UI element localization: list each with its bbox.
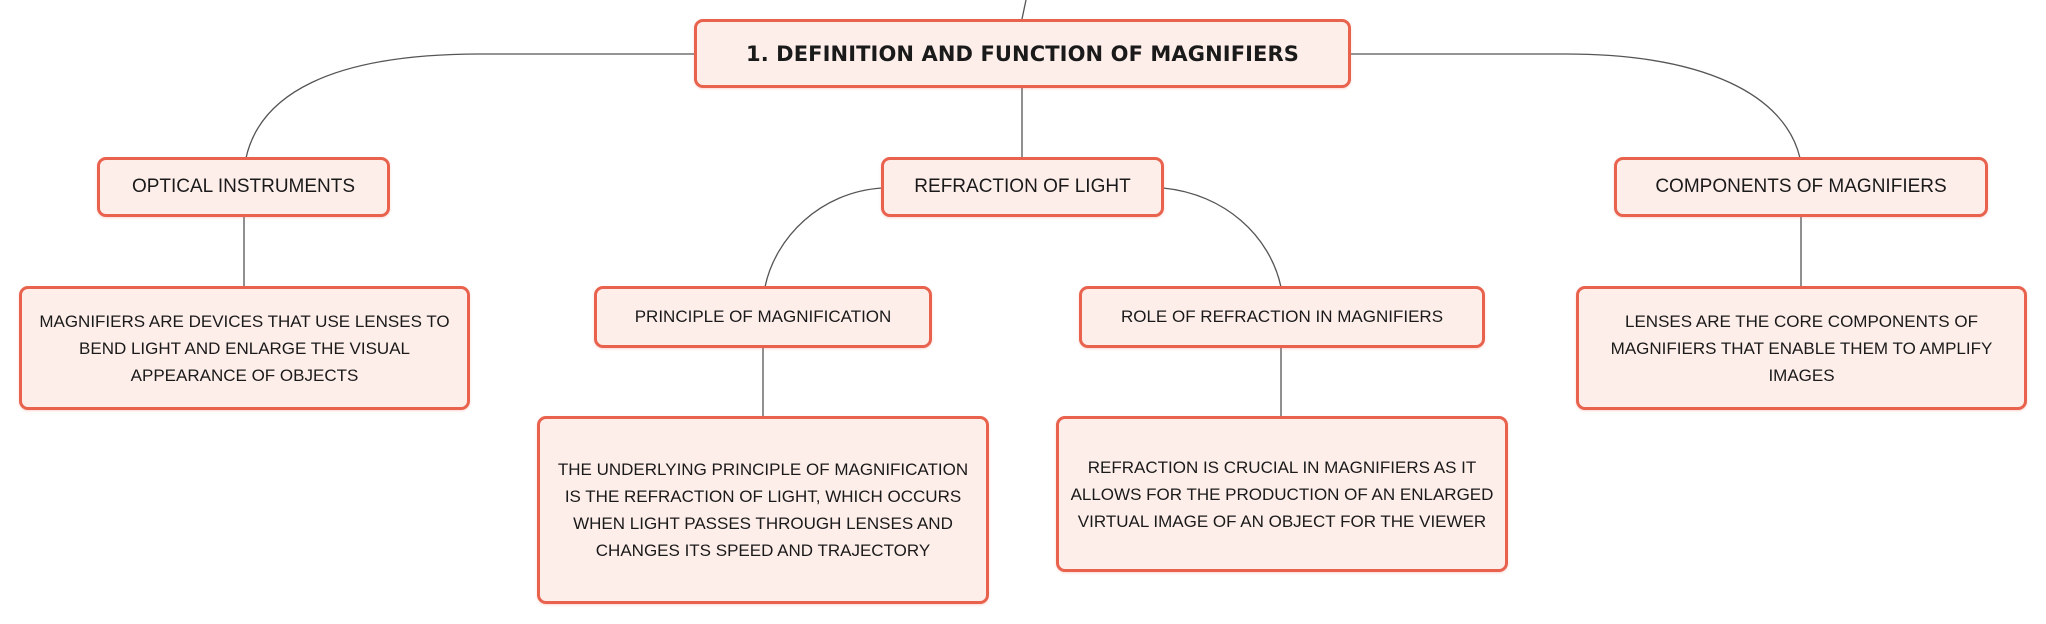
connector-refraction-to-principle [764, 187, 883, 288]
root-topic-label: 1. DEFINITION AND FUNCTION OF MAGNIFIERS [745, 41, 1299, 66]
detail-node-principle-of-magnification[interactable]: THE UNDERLYING PRINCIPLE OF MAGNIFICATIO… [537, 416, 989, 604]
topic-node-optical-instruments[interactable]: OPTICAL INSTRUMENTS [97, 157, 390, 217]
topic-label-refraction-of-light: REFRACTION OF LIGHT [914, 176, 1131, 197]
topic-label-optical-instruments: OPTICAL INSTRUMENTS [131, 176, 356, 197]
subtopic-label-principle-of-magnification: PRINCIPLE OF MAGNIFICATION [634, 307, 892, 326]
connector-root-to-optical-instruments [245, 53, 694, 159]
subtopic-node-role-of-refraction[interactable]: ROLE OF REFRACTION IN MAGNIFIERS [1079, 286, 1485, 348]
topic-label-components-of-magnifiers: COMPONENTS OF MAGNIFIERS [1655, 176, 1947, 197]
detail-text-components-of-magnifiers: LENSES ARE THE CORE COMPONENTS OF MAGNIF… [1610, 311, 1993, 385]
connector-root-to-components [1350, 53, 1801, 159]
root-topic-node[interactable]: 1. DEFINITION AND FUNCTION OF MAGNIFIERS [694, 19, 1351, 88]
detail-node-role-of-refraction[interactable]: REFRACTION IS CRUCIAL IN MAGNIFIERS AS I… [1056, 416, 1508, 572]
connector-parent-to-root [1021, 0, 1027, 20]
detail-text-optical-instruments: MAGNIFIERS ARE DEVICES THAT USE LENSES T… [39, 311, 450, 385]
subtopic-label-role-of-refraction: ROLE OF REFRACTION IN MAGNIFIERS [1120, 307, 1444, 326]
topic-node-components-of-magnifiers[interactable]: COMPONENTS OF MAGNIFIERS [1614, 157, 1988, 217]
connector-refraction-to-role [1162, 187, 1282, 288]
detail-node-optical-instruments[interactable]: MAGNIFIERS ARE DEVICES THAT USE LENSES T… [19, 286, 470, 410]
detail-text-principle-of-magnification: THE UNDERLYING PRINCIPLE OF MAGNIFICATIO… [557, 460, 969, 560]
subtopic-node-principle-of-magnification[interactable]: PRINCIPLE OF MAGNIFICATION [594, 286, 932, 348]
detail-node-components-of-magnifiers[interactable]: LENSES ARE THE CORE COMPONENTS OF MAGNIF… [1576, 286, 2027, 410]
detail-text-role-of-refraction: REFRACTION IS CRUCIAL IN MAGNIFIERS AS I… [1070, 457, 1494, 531]
topic-node-refraction-of-light[interactable]: REFRACTION OF LIGHT [881, 157, 1164, 217]
